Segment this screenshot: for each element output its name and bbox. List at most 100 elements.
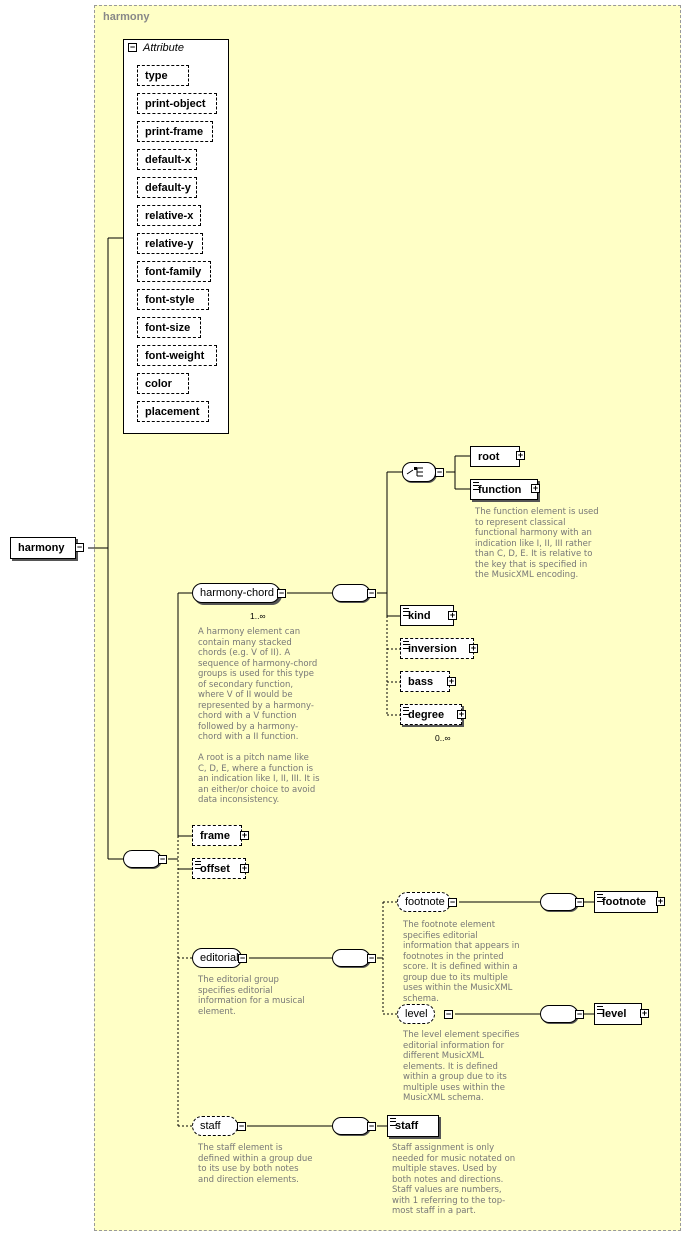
- expand-kind-icon[interactable]: +: [448, 610, 457, 620]
- expand-offset-icon[interactable]: +: [240, 863, 249, 873]
- attribute-label: font-size: [145, 321, 191, 334]
- collapse-level-icon[interactable]: −: [444, 1009, 453, 1019]
- attribute-type[interactable]: type: [137, 65, 189, 86]
- sequence-compositor[interactable]: [332, 949, 370, 967]
- sequence-compositor[interactable]: [332, 1117, 370, 1135]
- collapse-sequence-icon[interactable]: −: [575, 897, 584, 907]
- group-footnote[interactable]: footnote: [397, 892, 451, 912]
- attribute-placement[interactable]: placement: [137, 401, 209, 422]
- frame-label: frame: [200, 829, 230, 842]
- footnote-element-label: footnote: [602, 896, 646, 908]
- degree-label: degree: [408, 708, 445, 721]
- attribute-font-family[interactable]: font-family: [137, 261, 211, 282]
- inversion-label: inversion: [408, 642, 457, 655]
- expand-footnote-icon[interactable]: +: [656, 896, 665, 906]
- element-root[interactable]: root: [470, 446, 520, 467]
- expand-frame-icon[interactable]: +: [240, 830, 249, 840]
- function-label: function: [478, 483, 522, 496]
- collapse-sequence-icon[interactable]: −: [367, 588, 376, 598]
- group-harmony-chord[interactable]: harmony-chord: [192, 583, 280, 603]
- attribute-label: font-weight: [145, 349, 205, 362]
- attribute-font-size[interactable]: font-size: [137, 317, 201, 338]
- collapse-sequence-icon[interactable]: −: [367, 953, 376, 963]
- collapse-staff-icon[interactable]: −: [237, 1121, 246, 1131]
- attribute-default-y[interactable]: default-y: [137, 177, 197, 198]
- attribute-font-style[interactable]: font-style: [137, 289, 209, 310]
- collapse-root-icon[interactable]: −: [75, 542, 84, 552]
- collapse-sequence-icon[interactable]: −: [367, 1121, 376, 1131]
- kind-label: kind: [408, 609, 431, 622]
- expand-level-icon[interactable]: +: [640, 1008, 649, 1018]
- sequence-compositor[interactable]: [540, 1005, 578, 1023]
- harmony-chord-cardinality: 1..∞: [250, 611, 266, 621]
- collapse-footnote-icon[interactable]: −: [448, 897, 457, 907]
- element-function[interactable]: function: [470, 479, 538, 500]
- staff-group-note: The staff element is defined within a gr…: [198, 1143, 313, 1185]
- footnote-note: The footnote element specifies editorial…: [403, 920, 520, 1004]
- expand-degree-icon[interactable]: +: [457, 709, 466, 719]
- expand-root-icon[interactable]: +: [516, 450, 525, 460]
- attribute-font-weight[interactable]: font-weight: [137, 345, 217, 366]
- attribute-label: print-frame: [145, 125, 204, 138]
- collapse-choice-icon[interactable]: −: [435, 467, 444, 477]
- attribute-color[interactable]: color: [137, 373, 189, 394]
- sequence-compositor[interactable]: [540, 893, 578, 911]
- element-level[interactable]: level: [594, 1003, 642, 1025]
- offset-label: offset: [200, 862, 230, 875]
- root-label: root: [478, 450, 500, 463]
- attribute-label: font-style: [145, 293, 195, 306]
- level-element-label: level: [602, 1008, 627, 1020]
- element-bass[interactable]: bass: [400, 671, 450, 692]
- expand-bass-icon[interactable]: +: [447, 676, 456, 686]
- level-group-label: level: [405, 1008, 428, 1020]
- staff-element-label: staff: [395, 1120, 419, 1132]
- element-kind[interactable]: kind: [400, 605, 454, 626]
- staff-group-label: staff: [200, 1120, 221, 1132]
- choice-icon: [406, 467, 423, 477]
- sequence-compositor[interactable]: [123, 850, 161, 868]
- collapse-harmony-chord-icon[interactable]: −: [277, 588, 286, 598]
- attribute-print-frame[interactable]: print-frame: [137, 121, 213, 142]
- attribute-label: type: [145, 69, 168, 82]
- element-inversion[interactable]: inversion: [400, 638, 474, 659]
- sequence-compositor[interactable]: [332, 584, 370, 602]
- attribute-group-title: Attribute: [143, 42, 184, 54]
- collapse-attributes-icon[interactable]: −: [128, 42, 137, 52]
- collapse-sequence-icon[interactable]: −: [575, 1009, 584, 1019]
- group-staff[interactable]: staff: [192, 1116, 238, 1136]
- editorial-label: editorial: [200, 952, 239, 964]
- level-note: The level element specifies editorial in…: [403, 1030, 520, 1103]
- attribute-label: default-y: [145, 181, 191, 194]
- element-footnote[interactable]: footnote: [594, 891, 658, 913]
- attribute-label: color: [145, 377, 172, 390]
- attribute-default-x[interactable]: default-x: [137, 149, 197, 170]
- expand-inversion-icon[interactable]: +: [469, 643, 478, 653]
- choice-compositor[interactable]: [402, 462, 436, 482]
- attribute-relative-x[interactable]: relative-x: [137, 205, 201, 226]
- footnote-group-label: footnote: [405, 896, 445, 908]
- degree-cardinality: 0..∞: [435, 733, 451, 743]
- expand-function-icon[interactable]: +: [531, 483, 540, 493]
- attribute-print-object[interactable]: print-object: [137, 93, 217, 114]
- element-degree[interactable]: degree: [400, 704, 462, 725]
- collapse-sequence-icon[interactable]: −: [158, 854, 167, 864]
- attribute-label: print-object: [145, 97, 206, 110]
- attribute-label: default-x: [145, 153, 191, 166]
- diagram-title: harmony: [103, 11, 150, 23]
- attribute-label: relative-x: [145, 209, 194, 222]
- attribute-relative-y[interactable]: relative-y: [137, 233, 203, 254]
- attribute-label: font-family: [145, 265, 202, 278]
- collapse-editorial-icon[interactable]: −: [238, 953, 247, 963]
- harmony-chord-label: harmony-chord: [200, 587, 274, 599]
- element-staff[interactable]: staff: [387, 1115, 439, 1137]
- attribute-label: placement: [145, 405, 200, 418]
- element-offset[interactable]: offset: [192, 858, 246, 879]
- group-level[interactable]: level: [397, 1004, 435, 1024]
- bass-label: bass: [408, 675, 434, 688]
- group-editorial[interactable]: editorial: [192, 948, 242, 968]
- root-element-harmony[interactable]: harmony: [10, 537, 76, 559]
- staff-element-note: Staff assignment is only needed for musi…: [392, 1143, 516, 1216]
- attribute-label: relative-y: [145, 237, 194, 250]
- element-frame[interactable]: frame: [192, 825, 242, 846]
